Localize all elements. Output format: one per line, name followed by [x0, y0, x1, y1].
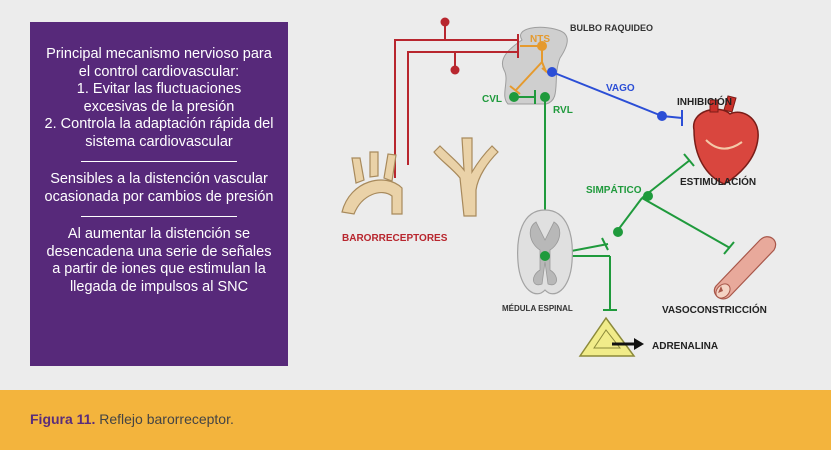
aortic-arch-icon — [341, 151, 403, 215]
spinal-node — [540, 251, 550, 261]
afferent-line-inner — [407, 51, 518, 165]
nts-node — [537, 41, 547, 51]
blood-vessel-icon — [713, 236, 777, 300]
info-line: excesivas de la presión — [83, 98, 235, 115]
info-line: 2. Controla la adaptación rápida del — [44, 116, 274, 132]
label-vago: VAGO — [606, 83, 635, 94]
simpatico-node — [643, 191, 653, 201]
caption-label: Figura 11. — [30, 411, 96, 427]
nts-end-bar — [509, 85, 521, 95]
ganglion-end-bar — [601, 237, 609, 251]
red-synapse-dot — [440, 17, 450, 27]
label-inhibicion: INHIBICIÓN — [677, 95, 732, 108]
vagus-node — [547, 67, 557, 77]
baroreflex-diagram: BULBO RAQUIDEO NTS CVL RVL VAGO INHIBICI… — [341, 17, 777, 357]
label-estimulacion: ESTIMULACIÓN — [680, 175, 756, 188]
info-line: a partir de iones que estimulan la — [52, 261, 266, 277]
caption-bar: Figura 11. Reflejo barorreceptor. — [0, 390, 831, 450]
vagus-line — [551, 71, 663, 117]
cvl-node — [509, 92, 519, 102]
branch-to-vessel-line — [641, 197, 731, 249]
label-adrenalina: ADRENALINA — [652, 341, 718, 352]
ganglion-node — [613, 227, 623, 237]
label-bulbo-raquideo: BULBO RAQUIDEO — [570, 23, 653, 33]
info-line: el control cardiovascular: — [78, 63, 240, 80]
red-synapse-dot — [450, 65, 460, 75]
label-barorreceptores: BARORRECEPTORES — [342, 233, 448, 244]
info-line: 1. Evitar las fluctuaciones — [76, 81, 242, 97]
label-vasoconstriccion: VASOCONSTRICCIÓN — [662, 303, 767, 316]
info-paragraph-signals: Al aumentar la distención se desencadena… — [38, 226, 280, 296]
info-line: Sensibles a la distención vascular — [50, 171, 268, 187]
divider — [81, 161, 237, 162]
info-paragraph-mechanism: Principal mecanismo nervioso para el con… — [38, 46, 280, 151]
heart-icon — [693, 95, 759, 185]
info-line: llegada de impulsos al SNC — [69, 278, 249, 295]
info-line: Al aumentar la distención se — [67, 226, 251, 242]
caption-text: Reflejo barorreceptor. — [95, 411, 234, 427]
info-box: Principal mecanismo nervioso para el con… — [30, 22, 288, 366]
afferent-pathway — [394, 25, 519, 178]
ganglion-to-branch-line — [617, 197, 643, 231]
vagus-node — [657, 111, 667, 121]
label-medula-espinal: MÉDULA ESPINAL — [502, 304, 573, 313]
adrenal-gland-icon — [578, 316, 636, 357]
info-paragraph-sensitivity: Sensibles a la distención vascular ocasi… — [38, 171, 280, 206]
label-simpatico: SIMPÁTICO — [586, 183, 642, 196]
rvl-node — [540, 92, 550, 102]
info-line: Principal mecanismo nervioso para — [46, 46, 272, 62]
label-nts: NTS — [530, 34, 550, 45]
adrenalina-arrow-icon — [612, 338, 644, 350]
heart-end-bar — [683, 153, 695, 167]
divider — [81, 216, 237, 217]
info-line: ocasionada por cambios de presión — [44, 188, 274, 205]
figure-caption: Figura 11. Reflejo barorreceptor. — [30, 411, 234, 427]
afferent-line-outer — [394, 39, 518, 178]
carotid-vessel-icon — [433, 137, 499, 217]
vessel-end-bar — [723, 241, 735, 255]
info-line: desencadena una serie de señales — [46, 243, 272, 260]
nts-line — [515, 61, 543, 91]
label-cvl: CVL — [482, 94, 502, 105]
info-line: sistema cardiovascular — [85, 133, 233, 150]
label-rvl: RVL — [553, 105, 573, 116]
figure-area: Principal mecanismo nervioso para el con… — [0, 0, 831, 390]
